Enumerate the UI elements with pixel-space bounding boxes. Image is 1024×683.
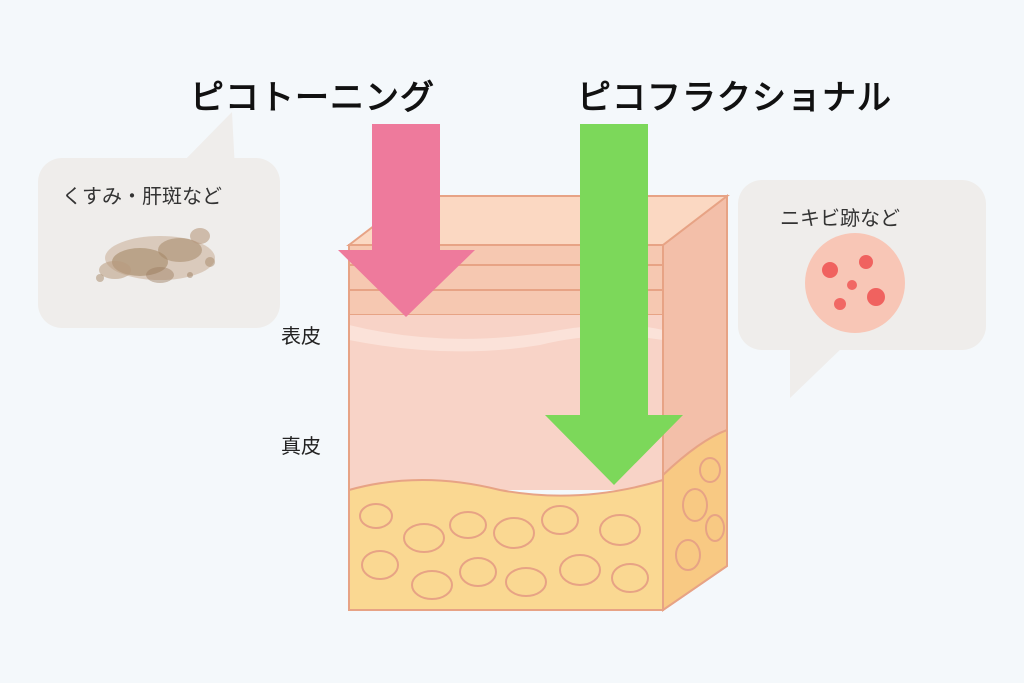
picofractional-arrow bbox=[545, 124, 683, 485]
picotoning-title: ピコトーニング bbox=[190, 78, 435, 118]
picotoning-arrow bbox=[338, 124, 475, 317]
dullness-spots-illustration bbox=[96, 228, 215, 283]
dermis-label: 真皮 bbox=[281, 434, 321, 458]
dullness-melasma-text: くすみ・肝斑など bbox=[62, 184, 222, 208]
epidermis-label: 表皮 bbox=[281, 324, 321, 348]
acne-scar-illustration bbox=[805, 233, 905, 333]
left-speech-bubble bbox=[38, 112, 280, 328]
picofractional-title: ピコフラクショナル bbox=[577, 78, 892, 118]
acne-scar-text: ニキビ跡など bbox=[780, 206, 900, 230]
